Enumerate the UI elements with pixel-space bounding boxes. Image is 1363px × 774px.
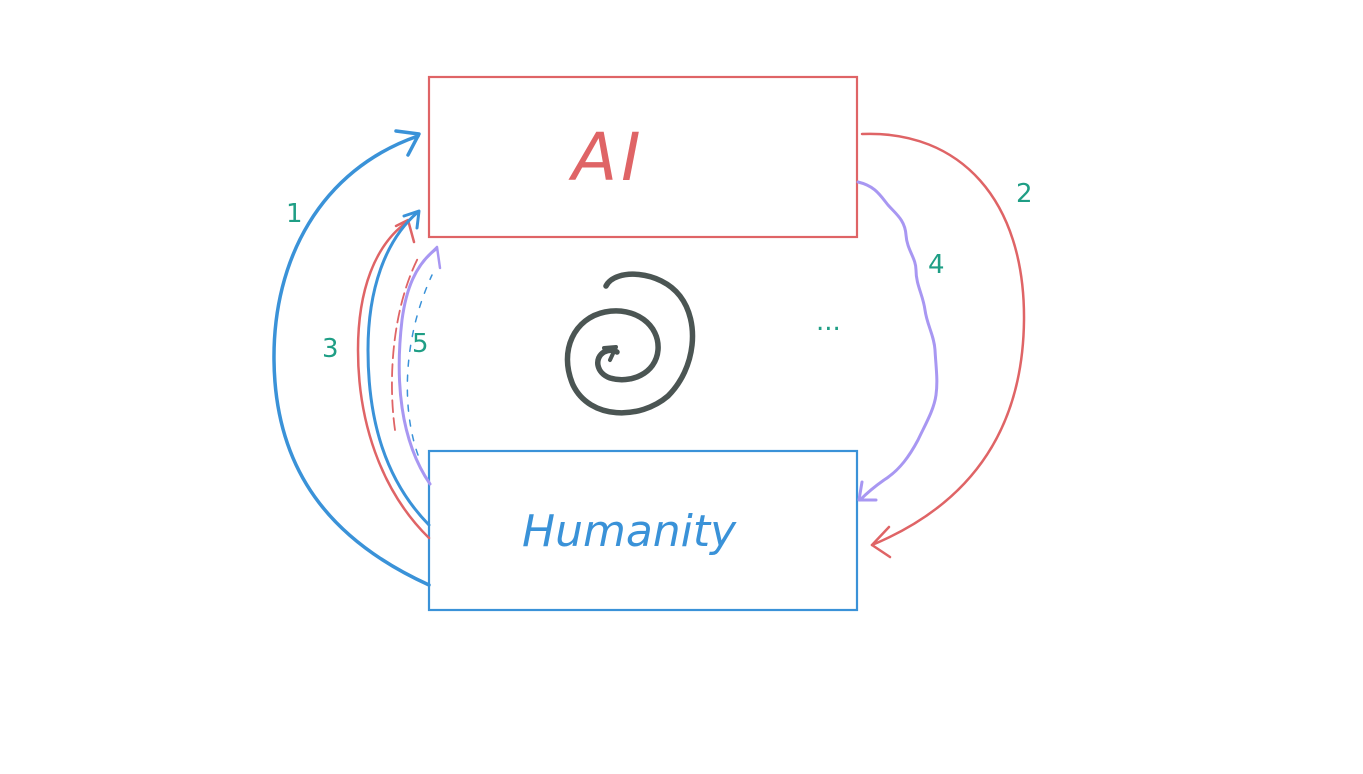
spiral-arrowhead xyxy=(602,345,618,362)
arrow-5-red-dashed xyxy=(391,257,419,431)
humanity-box-label: Humanity xyxy=(522,506,737,557)
arrow-5-number: 5 xyxy=(412,329,429,359)
spiral-icon xyxy=(564,271,696,416)
arrow-5-purple-head xyxy=(424,245,442,270)
arrow-4-head xyxy=(857,480,878,502)
arrow-2-head xyxy=(870,525,892,559)
arrow-4 xyxy=(856,180,939,502)
arrow-3-blue-head xyxy=(402,209,421,230)
arrow-3-red xyxy=(356,220,431,540)
arrow-5-purple xyxy=(397,247,438,486)
arrow-5-blue-dashed xyxy=(406,274,433,456)
more-iterations-ellipsis: ... xyxy=(816,307,841,337)
arrow-2 xyxy=(860,132,1026,547)
ai-box-label: AI xyxy=(568,119,645,196)
arrow-4-number: 4 xyxy=(928,250,945,280)
arrow-1 xyxy=(272,134,431,587)
arrow-3-blue xyxy=(366,210,431,527)
arrow-3-number: 3 xyxy=(322,334,339,364)
arrow-1-head xyxy=(394,129,421,157)
humanity-box xyxy=(427,449,859,612)
ai-box xyxy=(427,75,859,239)
arrow-1-number: 1 xyxy=(286,199,303,229)
arrow-2-number: 2 xyxy=(1016,179,1033,209)
